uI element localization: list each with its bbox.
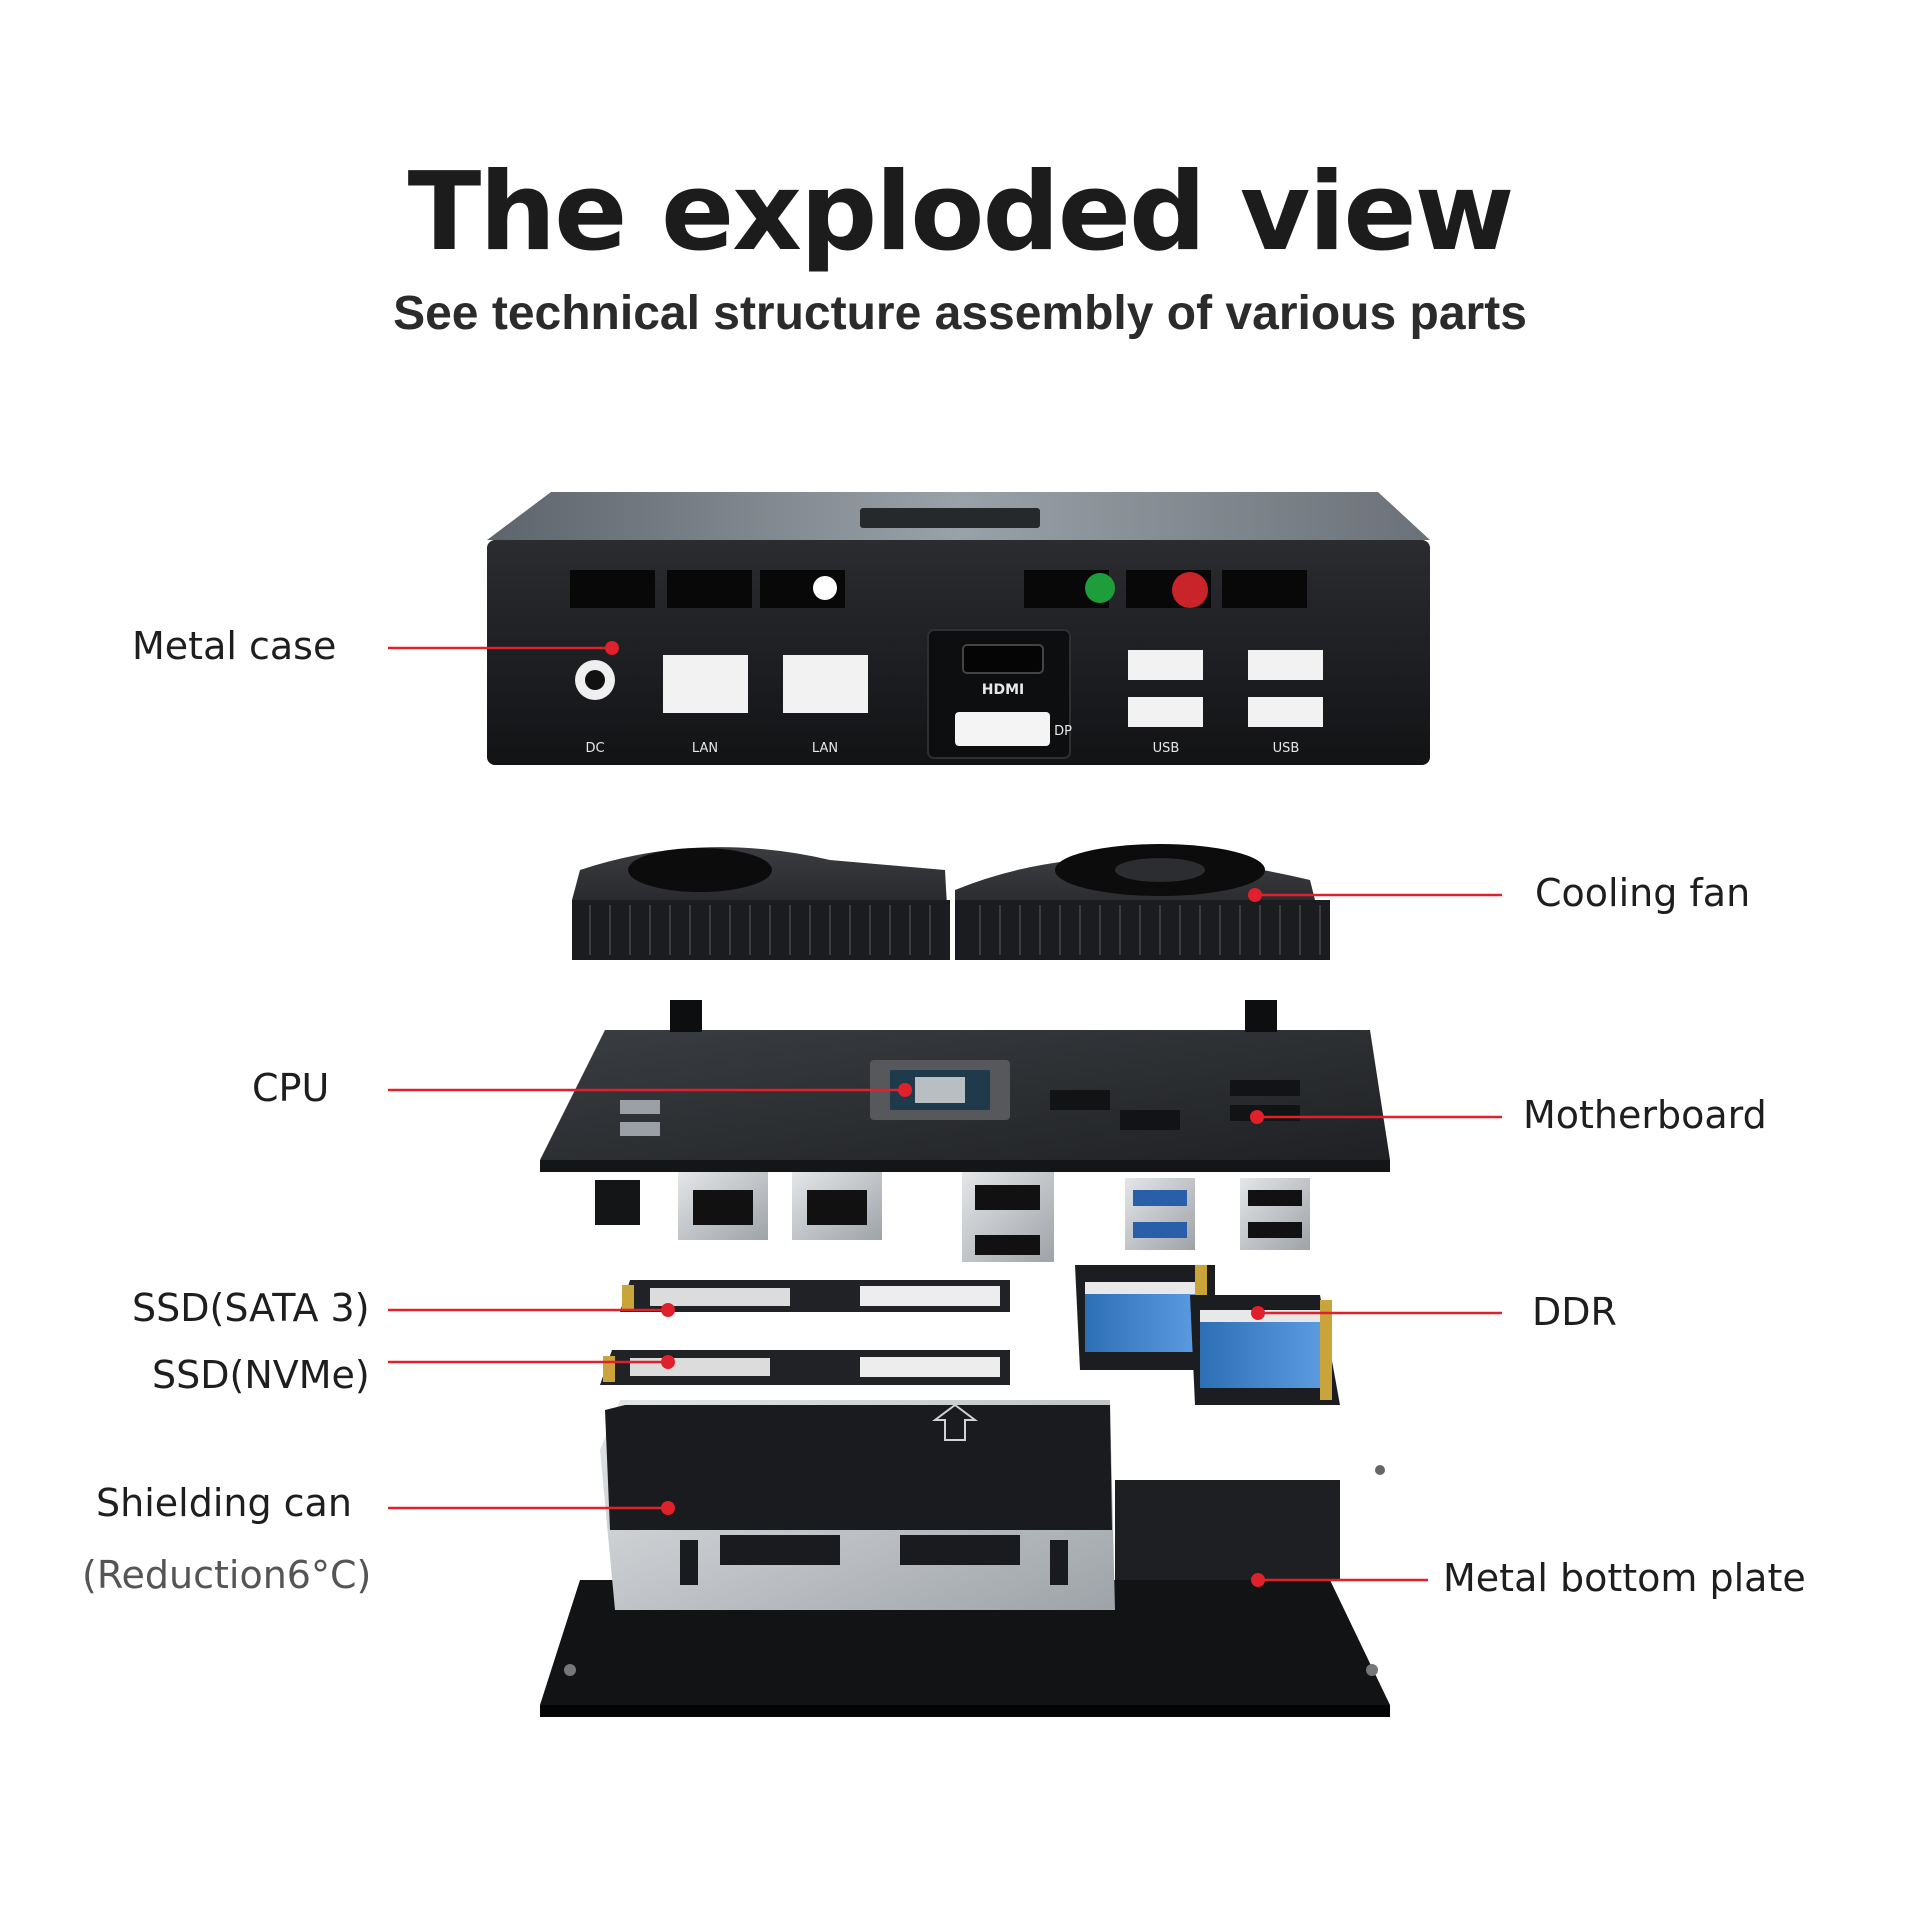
port-label-dc: DC [585,741,604,756]
shielding-can [600,1400,1115,1610]
label-metal-case: Metal case [132,624,337,668]
port-label-lan-1: LAN [692,741,718,756]
label-motherboard: Motherboard [1523,1093,1767,1137]
port-label-lan-2: LAN [812,741,838,756]
callout-lines [388,641,1502,1587]
ddr-modules [1075,1265,1340,1405]
port-label-hdmi: HDMI [982,682,1024,698]
label-shielding-note: (Reduction6°C) [82,1553,372,1597]
bottom-plate [540,1465,1390,1717]
page-title: The exploded view [407,150,1515,275]
label-ssd-sata: SSD(SATA 3) [132,1286,370,1330]
port-label-usb-1: USB [1153,741,1180,756]
ssd-sata [620,1280,1010,1312]
label-cooling-fan: Cooling fan [1535,871,1751,915]
label-bottom-plate: Metal bottom plate [1443,1556,1806,1600]
port-label-usb-2: USB [1273,741,1300,756]
metal-case: DC LAN LAN HDMI DP USB USB [487,492,1430,765]
ssd-nvme [600,1350,1010,1385]
label-ssd-nvme: SSD(NVMe) [152,1353,370,1397]
label-shielding-can: Shielding can [96,1481,352,1525]
cooling-fans [572,844,1330,960]
motherboard-assembly [540,1000,1390,1262]
label-cpu: CPU [252,1066,330,1110]
page-subtitle: See technical structure assembly of vari… [393,287,1527,340]
label-ddr: DDR [1532,1290,1617,1334]
port-label-dp: DP [1054,724,1072,739]
